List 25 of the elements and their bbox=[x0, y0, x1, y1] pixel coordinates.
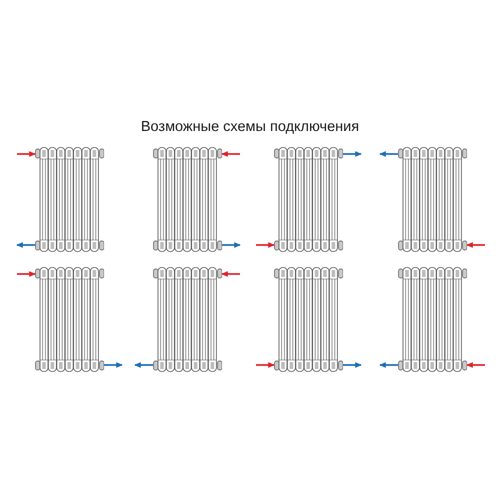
arrow bbox=[17, 151, 36, 157]
radiator-drawing bbox=[153, 147, 222, 252]
arrow bbox=[343, 362, 362, 368]
arrow bbox=[256, 362, 275, 368]
arrow bbox=[256, 242, 275, 248]
radiator-drawing bbox=[398, 147, 467, 252]
arrow bbox=[466, 242, 485, 248]
arrow bbox=[16, 242, 35, 248]
radiator-drawing bbox=[398, 267, 467, 372]
arrow bbox=[379, 362, 398, 368]
radiator-drawing bbox=[274, 147, 343, 252]
arrow bbox=[379, 151, 398, 157]
arrow bbox=[17, 271, 36, 277]
arrow bbox=[466, 362, 485, 368]
diagram-title: Возможные схемы подключения bbox=[140, 119, 360, 135]
arrow bbox=[221, 271, 240, 277]
arrow bbox=[343, 151, 362, 157]
arrow bbox=[222, 242, 241, 248]
radiator-drawing bbox=[35, 267, 104, 372]
radiator-drawing bbox=[274, 267, 343, 372]
arrow bbox=[104, 362, 123, 368]
arrow bbox=[221, 151, 240, 157]
arrow bbox=[134, 362, 153, 368]
radiator-drawing bbox=[153, 267, 222, 372]
radiator-drawing bbox=[35, 147, 104, 252]
